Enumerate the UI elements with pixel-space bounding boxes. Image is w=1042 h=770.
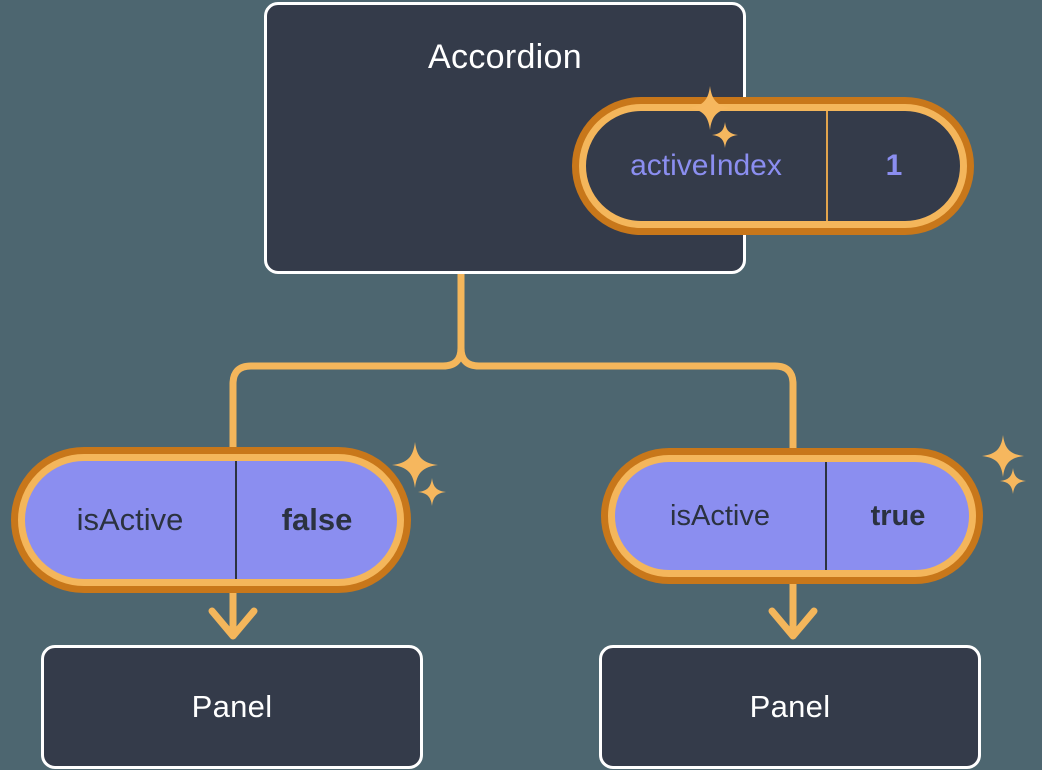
- component-card-panel-right[interactable]: Panel: [599, 645, 981, 769]
- sparkle-right-large-icon: [982, 435, 1024, 477]
- hook-badge-active-index[interactable]: activeIndex 1: [579, 104, 967, 228]
- hook-badge-is-active-true[interactable]: isActive true: [608, 455, 976, 577]
- component-title-panel-left: Panel: [191, 689, 273, 724]
- hook-name-active-index: activeIndex: [586, 111, 828, 221]
- component-title-accordion: Accordion: [428, 38, 582, 76]
- edge-accordion-to-right-hook: [457, 270, 797, 466]
- edge-accordion-to-left-hook: [229, 270, 465, 466]
- sparkle-right-small-icon: [1000, 468, 1026, 494]
- hook-value-is-active-right: true: [870, 499, 926, 532]
- hook-value-is-active-left: false: [281, 502, 353, 537]
- component-card-panel-left[interactable]: Panel: [41, 645, 423, 769]
- arrowhead-left: [208, 607, 258, 640]
- hook-name-is-active-left: isActive: [25, 461, 237, 579]
- sparkle-left-large-icon: [392, 442, 438, 488]
- sparkle-left-small-icon: [418, 478, 446, 506]
- component-title-panel-right: Panel: [749, 689, 831, 724]
- component-card-accordion[interactable]: Accordion activeIndex 1: [264, 2, 967, 274]
- hook-value-active-index: 1: [885, 149, 903, 182]
- hook-badge-is-active-false[interactable]: isActive false: [18, 454, 404, 586]
- arrowhead-right: [768, 607, 818, 640]
- hook-name-is-active-right: isActive: [615, 462, 827, 570]
